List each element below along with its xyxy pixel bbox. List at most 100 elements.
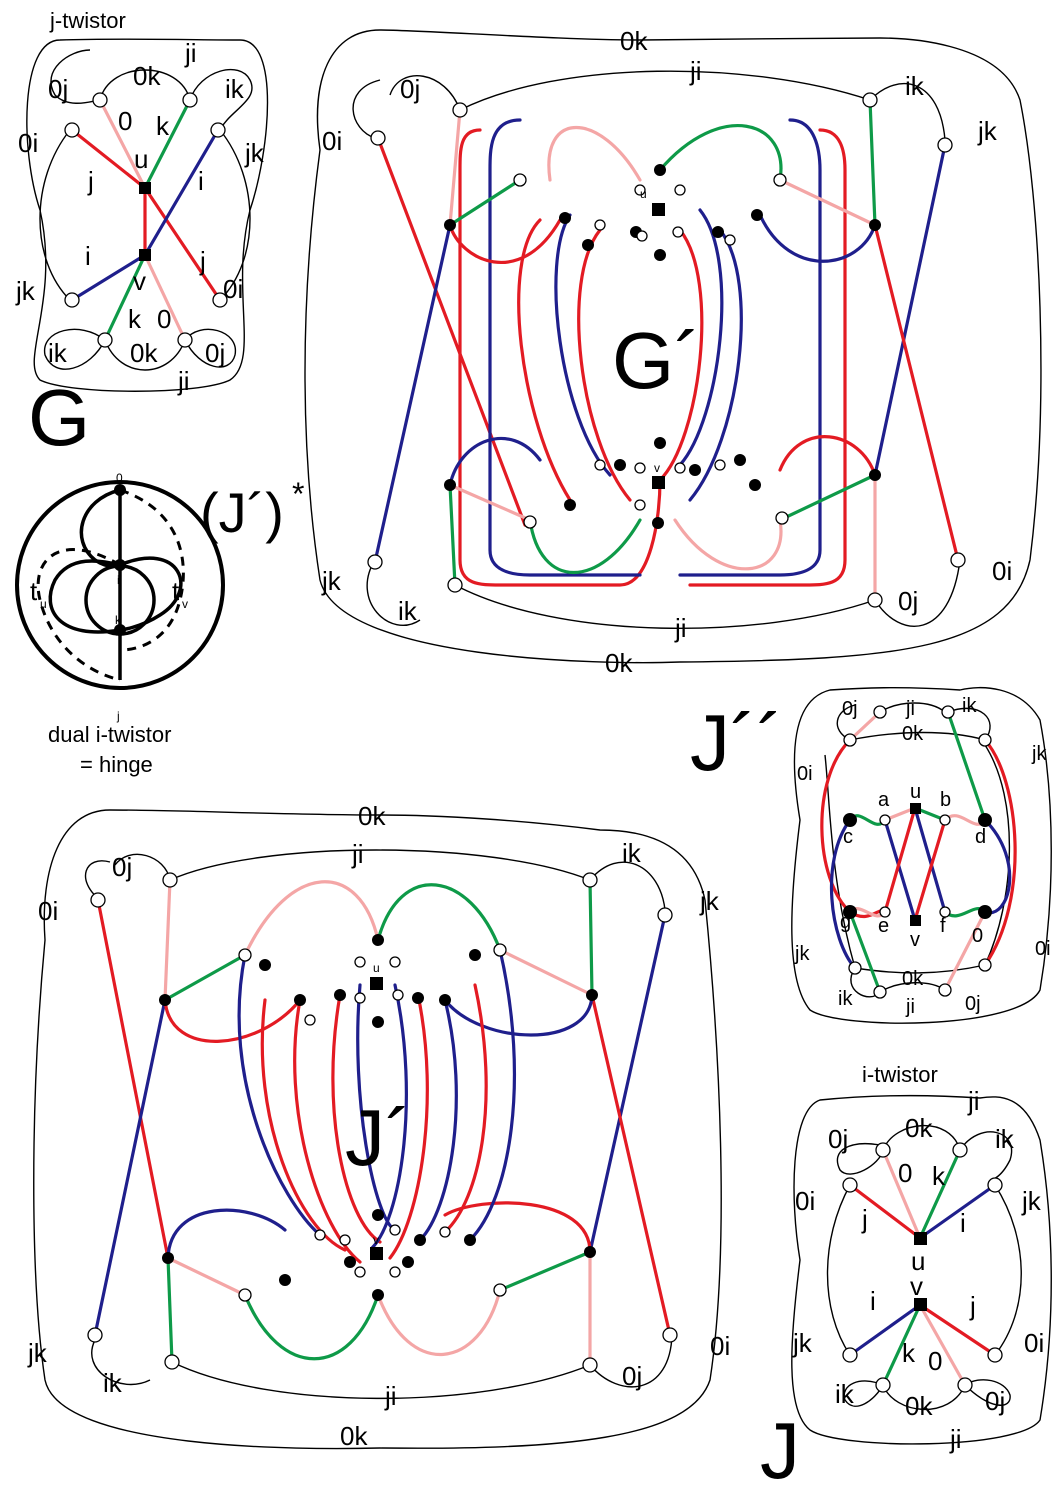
J-loop	[882, 1384, 966, 1411]
Gprime-node	[370, 130, 386, 146]
J-label: u	[911, 1246, 925, 1276]
Gprime-label: jk	[321, 566, 342, 596]
Jprime-node	[238, 1288, 252, 1302]
Jprime-edge	[376, 883, 502, 952]
graph-Jprime: 0k ji 0j ik 0i jk u v jk ik 0i 0j ji 0k …	[27, 801, 730, 1451]
Jpp-node	[873, 705, 887, 719]
Jprime-label: jk	[699, 886, 720, 916]
Jprime-edge	[443, 983, 488, 1234]
G-loop-ik	[189, 69, 253, 131]
Gprime-node	[674, 184, 686, 196]
Jprime-node-black	[402, 1256, 414, 1268]
J-label: 0k	[905, 1391, 933, 1421]
G-label: 0j	[48, 74, 68, 104]
Gprime-label: ji	[689, 56, 702, 86]
J-edge-blue-i-bottom	[848, 1303, 922, 1357]
J-label: v	[910, 1271, 923, 1301]
dual-label: k	[115, 613, 122, 627]
Gprime-green-bottom-right	[778, 473, 877, 522]
J-title: i-twistor	[862, 1062, 938, 1087]
G-loop-ik-bottom	[44, 328, 106, 370]
Gprime-node	[950, 552, 966, 568]
Jprime-edge	[443, 993, 594, 1037]
Jprime-node	[662, 1327, 678, 1343]
graph-Gprime: 0k ji 0j ik 0i jk u v jk ik 0i 0j ji 0k …	[304, 26, 1042, 678]
Gprime-loop-pink-bottom	[673, 518, 783, 571]
G-label: k	[128, 304, 142, 334]
Gprime-node-black	[614, 459, 626, 471]
G-node	[97, 332, 113, 348]
J-edge-red-j	[848, 1183, 922, 1240]
Jpp-label: ji	[905, 698, 915, 720]
Gprime-node	[775, 511, 789, 525]
G-title: j-twistor	[49, 8, 126, 33]
J-label: jk	[792, 1328, 813, 1358]
Jpp-label: ji	[905, 996, 915, 1018]
dual-node-k	[114, 624, 126, 636]
Jprime-name: J´	[345, 1093, 412, 1182]
G-label: k	[156, 111, 170, 141]
J-node	[875, 1142, 891, 1158]
Jpp-node-d	[978, 813, 992, 827]
Jprime-edge-red-right	[590, 993, 672, 1337]
Jprime-edge-blue-right	[588, 913, 667, 1254]
Jprime-vertex-u	[370, 977, 383, 990]
Jprime-edge	[163, 998, 302, 1043]
Jprime-node-black	[162, 1252, 174, 1264]
Gprime-outer-loop	[304, 29, 1042, 664]
G-label: j	[87, 166, 94, 196]
Jprime-loop-ji	[169, 849, 591, 881]
G-label: 0i	[223, 274, 243, 304]
Gprime-node	[634, 462, 646, 474]
Gprime-label: ik	[905, 71, 925, 101]
Gprime-loop-blue-inner3	[678, 208, 724, 467]
Jpp-loop	[824, 754, 856, 969]
J-node	[987, 1347, 1003, 1363]
J-loop	[843, 1380, 884, 1407]
Jpp-label: jk	[794, 943, 810, 965]
J-outer-loop	[791, 1094, 1052, 1445]
dual-outer-circle	[15, 480, 225, 690]
dual-caption-2: = hinge	[80, 752, 153, 777]
Gprime-node	[714, 459, 726, 471]
Gprime-label: 0j	[898, 586, 918, 616]
Jprime-loop-ji-bottom	[171, 1361, 591, 1400]
G-loop-0j-bottom	[184, 328, 236, 368]
Jprime-edge-green	[588, 878, 594, 997]
Gprime-label: jk	[977, 116, 998, 146]
Gprime-node	[594, 219, 606, 231]
Jprime-node	[87, 1327, 103, 1343]
Jpp-label: v	[910, 929, 920, 951]
Jprime-node	[304, 1014, 316, 1026]
Jpp-edge	[848, 910, 882, 994]
Gprime-node-black	[869, 469, 881, 481]
Jpp-label: f	[940, 915, 946, 937]
G-label: 0k	[130, 338, 158, 368]
Gprime-node	[724, 234, 736, 246]
Gprime-node-black	[582, 239, 594, 251]
Jprime-edge	[243, 880, 380, 957]
Jprime-vertex-v	[370, 1247, 383, 1260]
Jprime-label: 0j	[622, 1361, 642, 1391]
Jprime-node	[90, 892, 106, 908]
Jprime-node	[339, 1234, 351, 1246]
J-label: 0j	[828, 1124, 848, 1154]
Jpp-vertex-v	[910, 915, 921, 926]
Jprime-node	[389, 1266, 401, 1278]
Jpp-node-f	[939, 906, 951, 918]
J-node	[842, 1177, 858, 1193]
Gprime-loop-red-inner2	[577, 228, 632, 502]
J-vertex-u	[914, 1232, 927, 1245]
G-label: 0	[118, 106, 132, 136]
Jpp-edge	[848, 710, 882, 742]
Jpp-loop-0k	[849, 731, 986, 741]
J-label: ji	[949, 1424, 962, 1454]
Gprime-label: 0j	[400, 74, 420, 104]
Jprime-node-black	[159, 994, 171, 1006]
dual-label-tu-sub: u	[40, 597, 47, 611]
Jpp-vertex-u	[910, 803, 921, 814]
Jprime-label: 0j	[112, 852, 132, 882]
Jprime-edge	[166, 1256, 247, 1297]
Jprime-loop-0j-bottom	[589, 1334, 673, 1388]
Jprime-outer-loop	[33, 809, 722, 1450]
